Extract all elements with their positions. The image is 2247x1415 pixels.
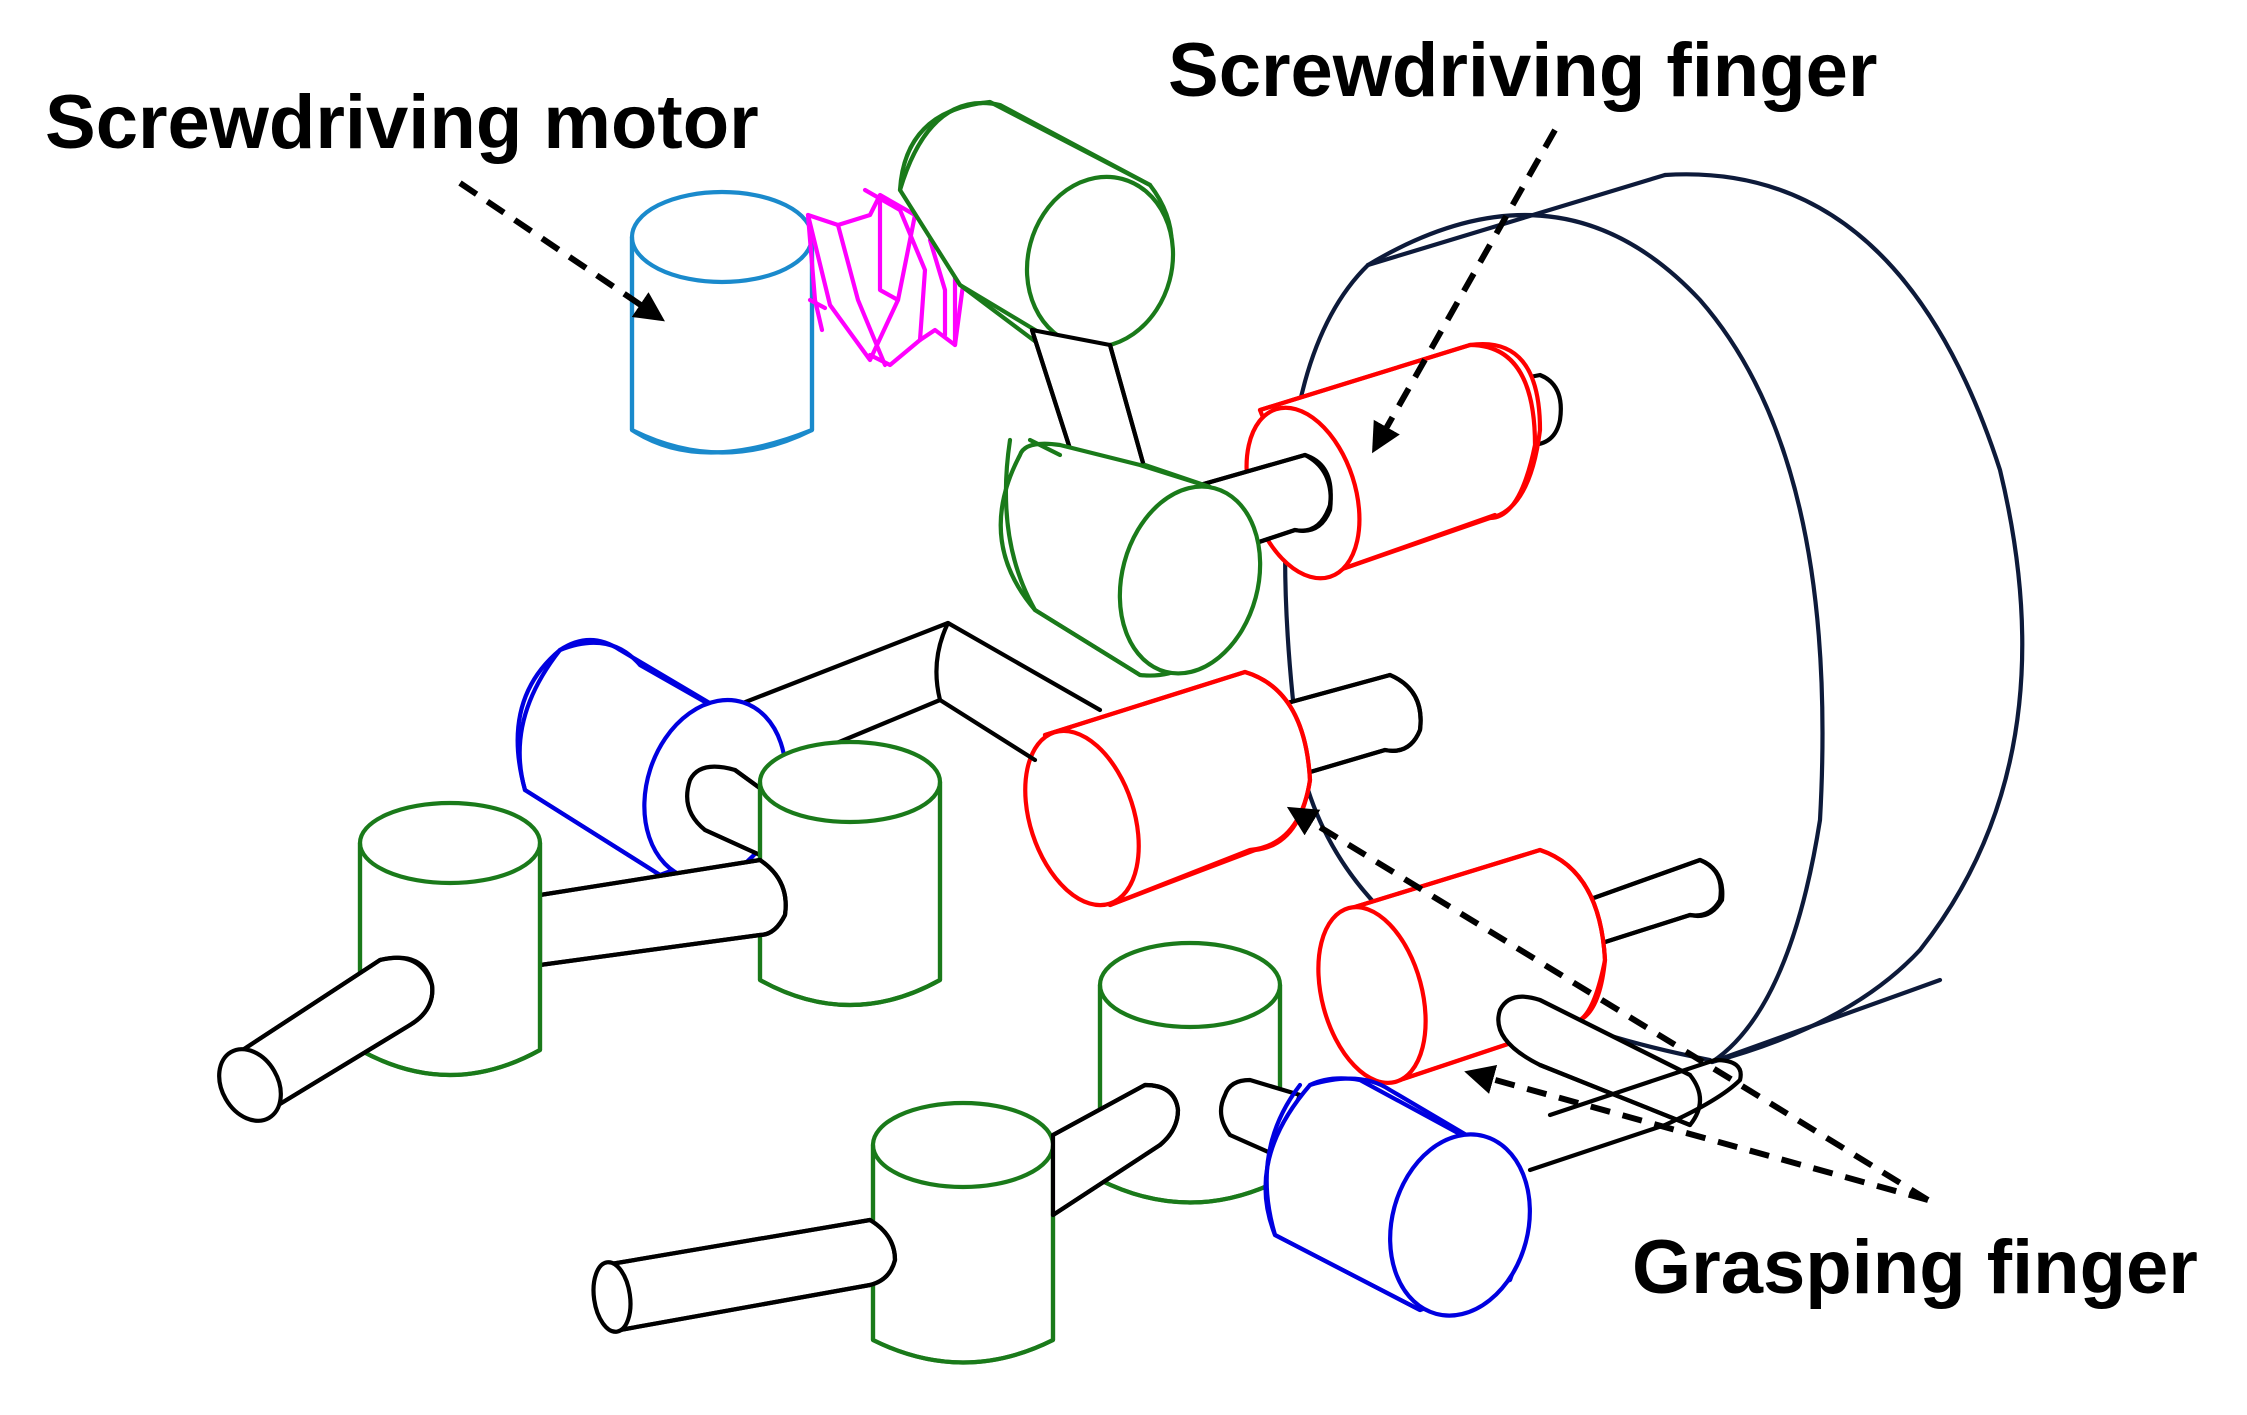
arrow-to-screwdriving-motor [458, 180, 665, 322]
far-left-shaft [217, 955, 435, 1123]
middle-joint-cylinder [998, 437, 1263, 678]
screwdriving-motor [629, 189, 815, 455]
arrow-to-screwdriving-finger [1372, 128, 1558, 454]
bottom-left-joint-cylinder [870, 1100, 1056, 1365]
screwdriving-finger-rear-shaft [1522, 372, 1563, 448]
bottom-outboard-shaft [591, 1217, 898, 1334]
grasping-finger-middle-cylinder [1023, 669, 1313, 908]
left-crossbar-link [537, 857, 788, 968]
bottom-diagonal-link [1050, 1082, 1181, 1218]
left-center-joint-cylinder [757, 739, 943, 1007]
label-screwdriving-motor: Screwdriving motor [45, 80, 759, 165]
upper-joint-cylinder [897, 99, 1176, 350]
grasping-finger-lower-blue [1263, 1076, 1532, 1318]
arrow-to-grasping-finger-lower [1464, 1064, 1929, 1203]
label-grasping-finger: Grasping finger [1632, 1225, 2198, 1310]
grasping-finger-middle-rear-shaft [1277, 672, 1423, 778]
grasping-finger-middle [1023, 669, 1423, 908]
arrow-to-grasping-finger-middle [1286, 806, 1930, 1203]
lower-right-long-link [1496, 994, 1743, 1173]
label-screwdriving-finger: Screwdriving finger [1168, 28, 1878, 113]
